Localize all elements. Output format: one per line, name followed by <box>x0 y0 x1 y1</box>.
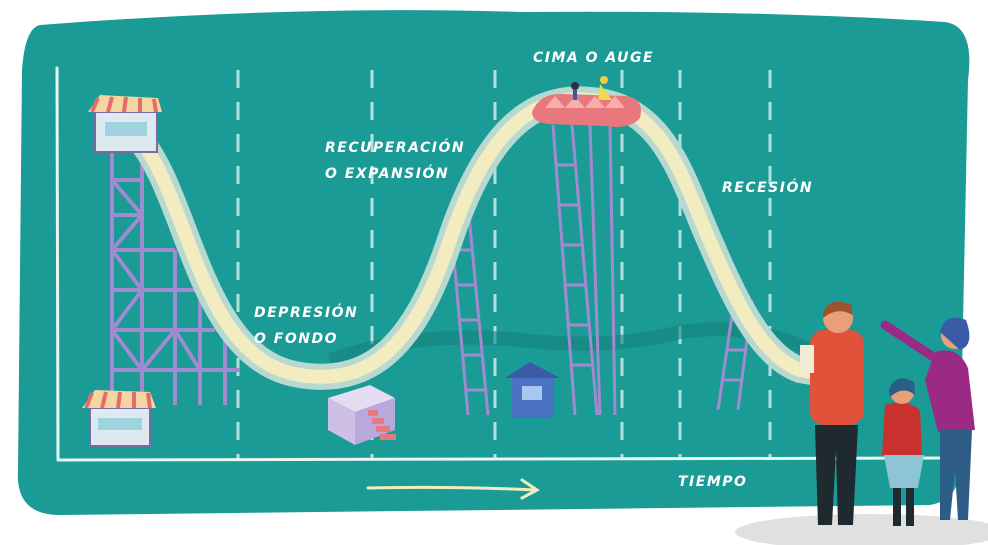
ladders <box>448 124 754 416</box>
booth-bottom-icon <box>82 390 156 447</box>
box-with-stairs-icon <box>328 385 396 445</box>
kiosk-icon <box>505 362 560 418</box>
label-recovery-line1: RECUPERACIÓN <box>325 138 465 156</box>
grid-lines <box>236 70 772 460</box>
label-recovery-line2: O EXPANSIÓN <box>325 164 449 182</box>
family-figures-icon <box>735 301 988 545</box>
left-tower <box>110 150 240 405</box>
label-peak: CIMA O AUGE <box>533 50 654 66</box>
y-axis <box>55 66 60 462</box>
label-time-axis: TIEMPO <box>678 474 747 490</box>
x-axis <box>56 456 962 462</box>
label-trough-line2: O FONDO <box>254 331 338 347</box>
cart-icon <box>532 76 641 127</box>
label-trough-line1: DEPRESIÓN <box>254 303 358 321</box>
axes <box>55 66 962 462</box>
label-recession: RECESIÓN <box>722 178 813 196</box>
arrow-right-icon <box>366 478 540 500</box>
booth-top-icon <box>88 95 162 153</box>
coaster-track <box>133 92 837 384</box>
